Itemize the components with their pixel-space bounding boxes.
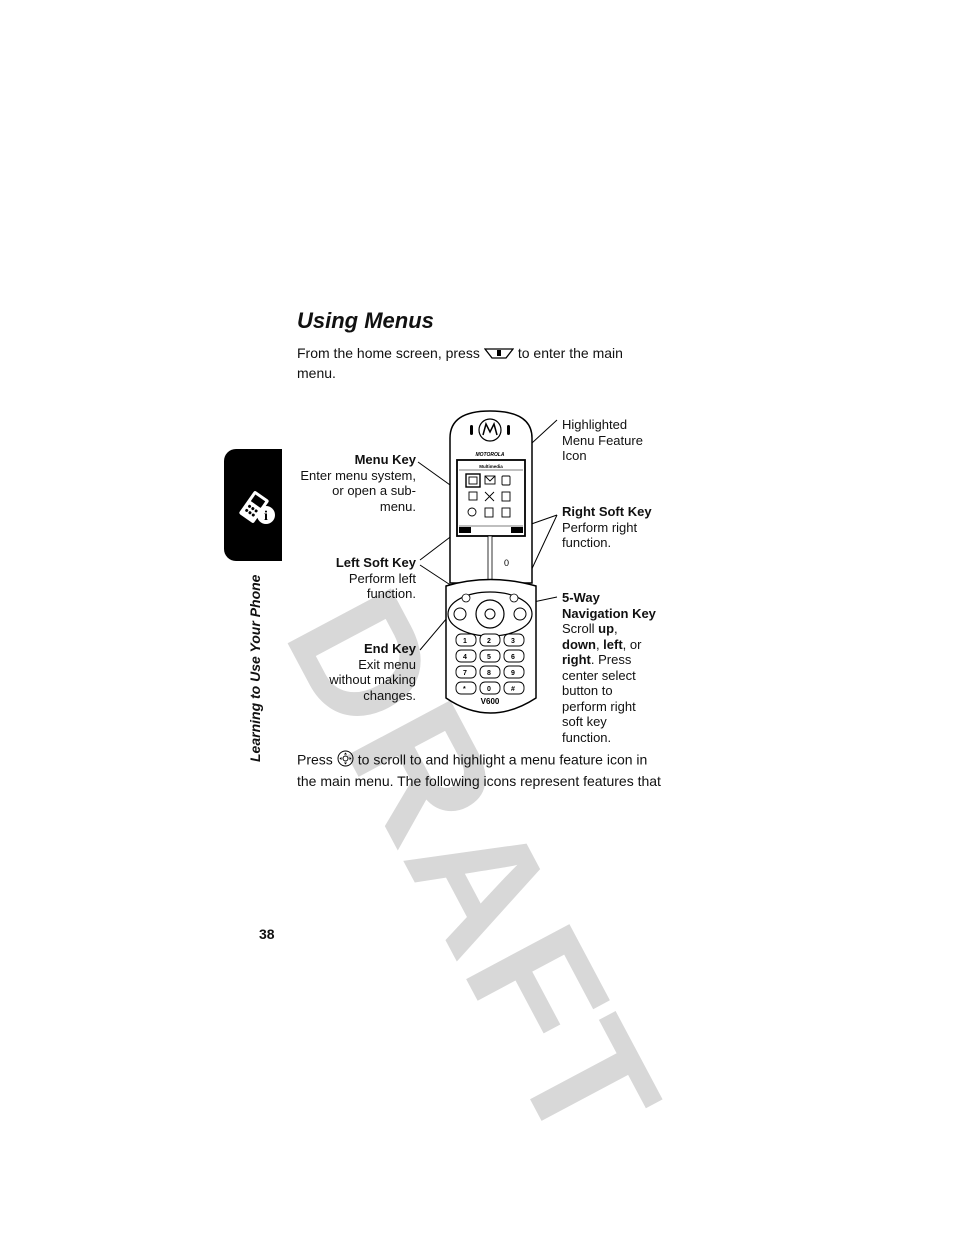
svg-text:i: i [264,509,268,524]
keypad-key-0[interactable]: 0 [479,681,501,695]
keypad-key-label: # [511,686,515,693]
motorola-logo-icon [478,418,502,442]
keypad-key-label: 8 [487,670,491,677]
keypad-key-7[interactable]: 7 [455,665,477,679]
callout-nav-key-desc: Scroll up, down, left, or right. Press c… [562,621,642,745]
keypad-key-label: 6 [511,654,515,661]
keypad-key-1[interactable]: 1 [455,633,477,647]
callout-end-key: End Key Exit menu without making changes… [300,641,416,703]
right-soft-key[interactable] [509,593,519,603]
svg-text:0: 0 [504,558,509,568]
phone-brand: MOTOROLA [475,452,504,458]
callout-highlighted-icon-desc: Highlighted Menu Feature Icon [562,417,643,463]
body-text-before: Press [297,751,333,768]
menu-key-icon [483,345,515,364]
intro-text-before: From the home screen, press [297,345,480,361]
keypad-key-2[interactable]: 2 [479,633,501,647]
callout-menu-key-title: Menu Key [354,452,416,467]
section-tab: i [224,449,282,561]
callout-end-key-title: End Key [363,641,416,656]
send-key[interactable] [513,607,527,621]
keypad-key-*[interactable]: * [455,681,477,695]
callout-menu-key: Menu Key Enter menu system, or open a su… [300,452,416,514]
keypad-key-label: 3 [511,638,515,645]
callout-highlighted-icon: Highlighted Menu Feature Icon [562,417,648,464]
callout-left-soft-key-desc: Perform left function. [348,570,416,602]
end-key[interactable] [453,607,467,621]
screen-title: Multimedia [479,464,503,469]
highlighted-menu-icon [465,473,481,488]
phone-info-icon: i [237,489,275,525]
keypad-key-label: 7 [463,670,467,677]
left-soft-key[interactable] [461,593,471,603]
keypad-key-label: 0 [487,686,491,693]
callout-left-soft-key: Left Soft Key Perform left function. [300,555,416,602]
callout-end-key-desc: Exit menu without making changes. [329,656,416,703]
keypad-key-3[interactable]: 3 [503,633,525,647]
keypad-key-8[interactable]: 8 [479,665,501,679]
phone-illustration: MOTOROLA Multimedia 0 1 2 3 4 5 6 7 8 9 * 0 # V600 [445,410,537,714]
page-number: 38 [259,926,275,942]
callout-nav-key: 5-Way Navigation Key Scroll up, down, le… [562,590,658,745]
keypad-key-label: 5 [487,654,491,661]
keypad-key-#[interactable]: # [503,681,525,695]
page-title: Using Menus [297,308,434,333]
callout-menu-key-desc: Enter menu system, or open a sub-menu. [300,467,416,514]
keypad: 1 2 3 4 5 6 7 8 9 * 0 # [455,633,525,695]
callout-right-soft-key-desc: Perform right function. [562,519,638,551]
keypad-key-5[interactable]: 5 [479,649,501,663]
keypad-key-label: * [463,686,466,693]
callout-nav-key-title: 5-Way Navigation Key [562,590,656,621]
keypad-key-label: 1 [463,638,467,645]
phone-model: V600 [481,697,500,706]
body-text-after: to scroll to and highlight a menu featur… [297,751,661,789]
keypad-key-9[interactable]: 9 [503,665,525,679]
keypad-key-label: 4 [463,654,467,661]
keypad-key-6[interactable]: 6 [503,649,525,663]
nav-key-icon [337,750,354,772]
keypad-key-label: 2 [487,638,491,645]
keypad-key-label: 9 [511,670,515,677]
callout-right-soft-key: Right Soft Key Perform right function. [562,504,654,551]
intro-text-after: to enter the main menu. [297,345,623,381]
callout-right-soft-key-title: Right Soft Key [562,504,652,519]
keypad-key-4[interactable]: 4 [455,649,477,663]
callout-left-soft-key-title: Left Soft Key [335,555,416,570]
